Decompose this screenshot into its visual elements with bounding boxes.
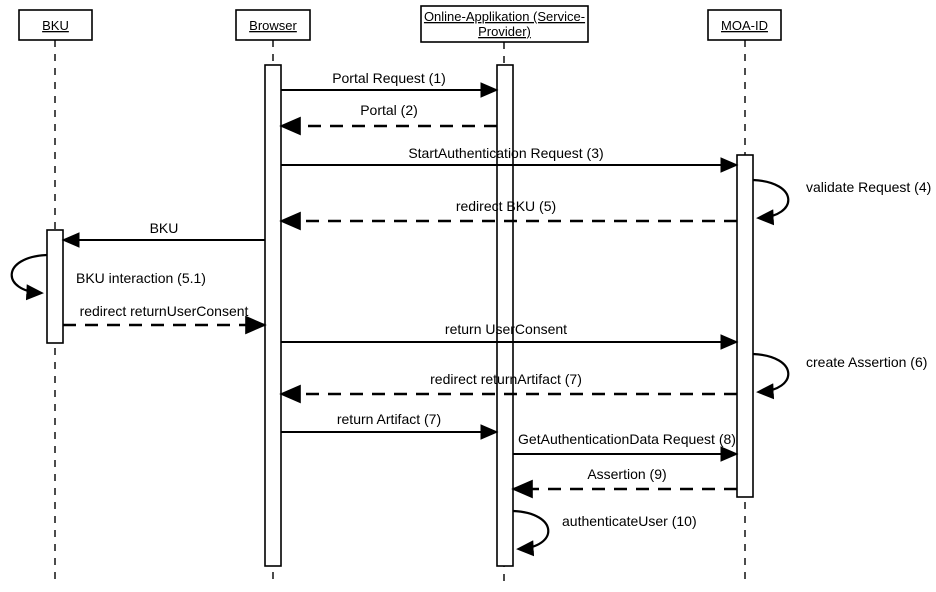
actor-label-oa-line2: Provider) xyxy=(478,24,531,39)
activation-bars-group xyxy=(46,64,754,567)
message-7[interactable]: BKU interaction (5.1) xyxy=(10,253,206,301)
activation-bar-moaid[interactable] xyxy=(736,154,754,498)
message-6[interactable]: BKU xyxy=(61,220,265,248)
message-label-7: BKU interaction (5.1) xyxy=(76,270,206,286)
messages-group: Portal Request (1) Portal (2) StartAuthent… xyxy=(10,70,931,557)
message-label-13: GetAuthenticationData Request (8) xyxy=(518,431,736,447)
message-label-11: redirect returnArtifact (7) xyxy=(430,371,582,387)
message-label-9: return UserConsent xyxy=(445,321,567,337)
actor-label-oa: Online-Applikation (Service- xyxy=(424,9,585,24)
actor-boxes-group: BKU Browser Online-Applikation (Service-Pr… xyxy=(18,5,782,43)
message-4[interactable]: validate Request (4) xyxy=(752,178,931,226)
message-arrow-7 xyxy=(10,253,48,301)
message-8[interactable]: redirect returnUserConsent xyxy=(63,303,267,335)
actor-box-browser xyxy=(235,9,311,41)
message-15[interactable]: authenticateUser (10) xyxy=(512,509,697,557)
message-2[interactable]: Portal (2) xyxy=(279,102,497,136)
message-arrow-15 xyxy=(512,509,550,557)
message-14[interactable]: Assertion (9) xyxy=(511,466,737,499)
message-label-10: create Assertion (6) xyxy=(806,354,927,370)
message-11[interactable]: redirect returnArtifact (7) xyxy=(279,371,737,404)
activation-bar-browser[interactable] xyxy=(264,64,282,567)
actor-label-bku: BKU xyxy=(42,18,69,33)
message-10[interactable]: create Assertion (6) xyxy=(752,352,927,400)
message-1[interactable]: Portal Request (1) xyxy=(281,70,499,98)
activation-bar-bku[interactable] xyxy=(46,229,64,344)
message-9[interactable]: return UserConsent xyxy=(281,321,739,350)
activation-bar-oa[interactable] xyxy=(496,64,514,567)
message-label-1: Portal Request (1) xyxy=(332,70,446,86)
message-label-5: redirect BKU (5) xyxy=(456,198,556,214)
actor-header-oa[interactable]: Online-Applikation (Service-Provider) xyxy=(420,5,589,43)
message-label-2: Portal (2) xyxy=(360,102,418,118)
message-3[interactable]: StartAuthentication Request (3) xyxy=(281,145,739,173)
message-label-12: return Artifact (7) xyxy=(337,411,441,427)
actor-header-browser[interactable]: Browser xyxy=(235,9,311,41)
message-label-8: redirect returnUserConsent xyxy=(80,303,249,319)
actor-header-moaid[interactable]: MOA-ID xyxy=(707,9,782,41)
actor-box-bku xyxy=(18,9,93,41)
actor-header-bku[interactable]: BKU xyxy=(18,9,93,41)
message-12[interactable]: return Artifact (7) xyxy=(281,411,499,440)
actor-box-moaid xyxy=(707,9,782,41)
message-label-4: validate Request (4) xyxy=(806,179,931,195)
message-label-3: StartAuthentication Request (3) xyxy=(408,145,603,161)
message-arrow-10 xyxy=(752,352,790,400)
message-5[interactable]: redirect BKU (5) xyxy=(279,198,737,231)
actor-box-oa xyxy=(420,5,589,43)
message-label-14: Assertion (9) xyxy=(587,466,666,482)
message-13[interactable]: GetAuthenticationData Request (8) xyxy=(513,431,739,462)
message-label-6: BKU xyxy=(150,220,179,236)
actor-label-moaid: MOA-ID xyxy=(721,18,768,33)
message-label-15: authenticateUser (10) xyxy=(562,513,697,529)
message-arrow-4 xyxy=(752,178,790,226)
actor-label-browser: Browser xyxy=(249,18,297,33)
